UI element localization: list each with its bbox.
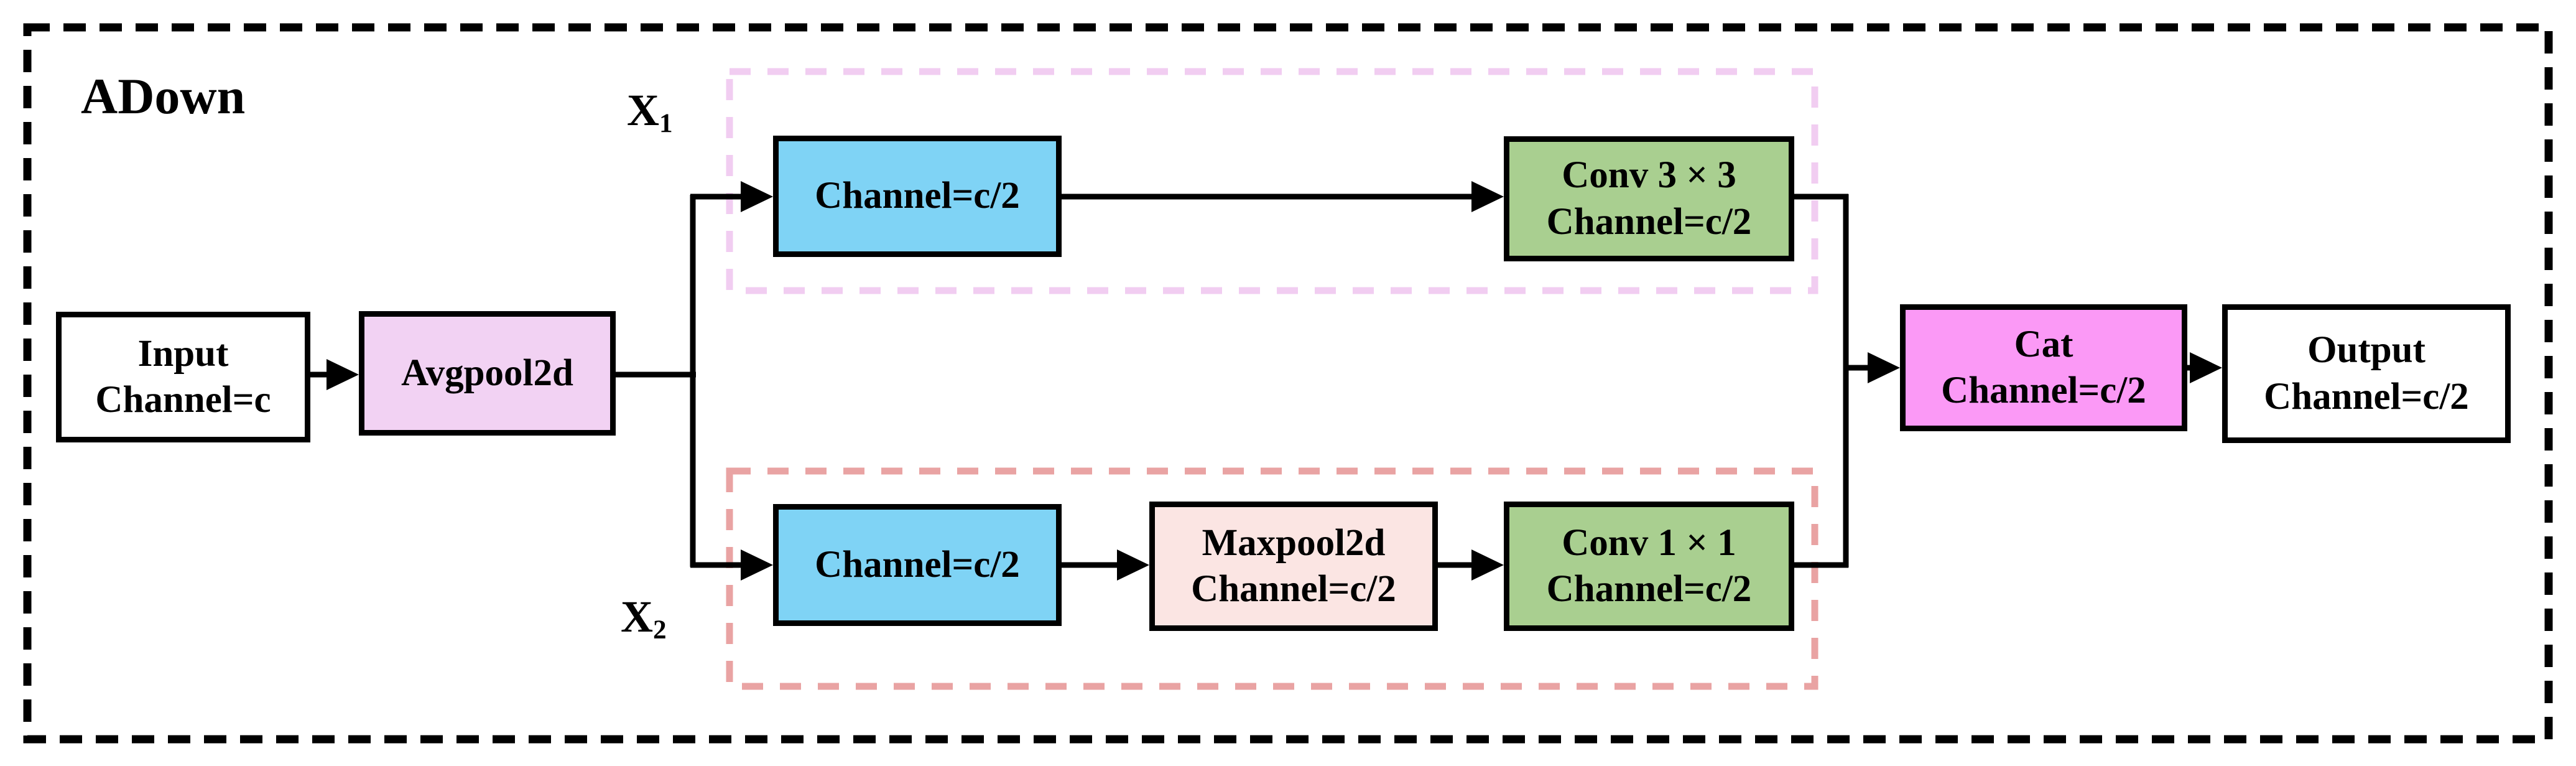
branch1-label-subscript: 1 (659, 108, 673, 138)
branch2-label-base: X (621, 592, 653, 642)
node-channel-top-line1: Channel=c/2 (815, 175, 1020, 217)
branch1-label-base: X (627, 85, 659, 135)
node-maxpool2d-line1: Maxpool2d (1202, 521, 1386, 564)
node-conv3x3-line1: Conv 3 × 3 (1562, 154, 1736, 197)
node-maxpool2d: Maxpool2d Channel=c/2 (1149, 502, 1438, 631)
node-input-line1: Input (137, 332, 229, 375)
node-conv3x3: Conv 3 × 3 Channel=c/2 (1504, 136, 1794, 261)
node-output-line2: Channel=c/2 (2264, 375, 2469, 418)
node-cat-line2: Channel=c/2 (1941, 370, 2146, 411)
branch2-label: X2 (621, 591, 667, 643)
outer-dashed-border (23, 23, 2553, 744)
node-channel-bottom-line1: Channel=c/2 (815, 543, 1020, 586)
node-conv1x1-line2: Channel=c/2 (1546, 568, 1752, 610)
arrowhead-conv1x1 (1471, 549, 1504, 581)
node-output-line1: Output (2307, 329, 2425, 371)
branch1-dashed-region (726, 68, 1818, 294)
node-avgpool2d-line1: Avgpool2d (401, 352, 573, 394)
node-input-line2: Channel=c (95, 379, 271, 421)
node-input: Input Channel=c (56, 312, 310, 442)
node-output: Output Channel=c/2 (2222, 304, 2511, 443)
arrowhead-chbottom (741, 549, 773, 581)
branch1-label: X1 (627, 85, 673, 138)
arrowhead-avgpool (327, 359, 359, 390)
node-conv1x1: Conv 1 × 1 Channel=c/2 (1504, 502, 1794, 631)
branch2-dashed-region (726, 467, 1818, 690)
node-channel-top: Channel=c/2 (773, 136, 1062, 257)
arrowhead-cat (1868, 352, 1900, 383)
node-cat: Cat Channel=c/2 (1900, 304, 2187, 431)
arrowhead-conv3x3 (1471, 181, 1504, 212)
arrowhead-maxpool (1117, 549, 1149, 581)
node-channel-bottom: Channel=c/2 (773, 504, 1062, 626)
diagram-title: ADown (81, 68, 246, 124)
node-cat-line1: Cat (2014, 323, 2073, 365)
node-conv3x3-line2: Channel=c/2 (1546, 200, 1752, 243)
node-conv1x1-line1: Conv 1 × 1 (1562, 521, 1736, 564)
node-maxpool2d-line2: Channel=c/2 (1191, 568, 1396, 610)
arrowhead-chtop (741, 181, 773, 212)
branch2-label-subscript: 2 (653, 615, 667, 645)
node-avgpool2d: Avgpool2d (359, 311, 616, 436)
arrowhead-output (2190, 352, 2222, 383)
